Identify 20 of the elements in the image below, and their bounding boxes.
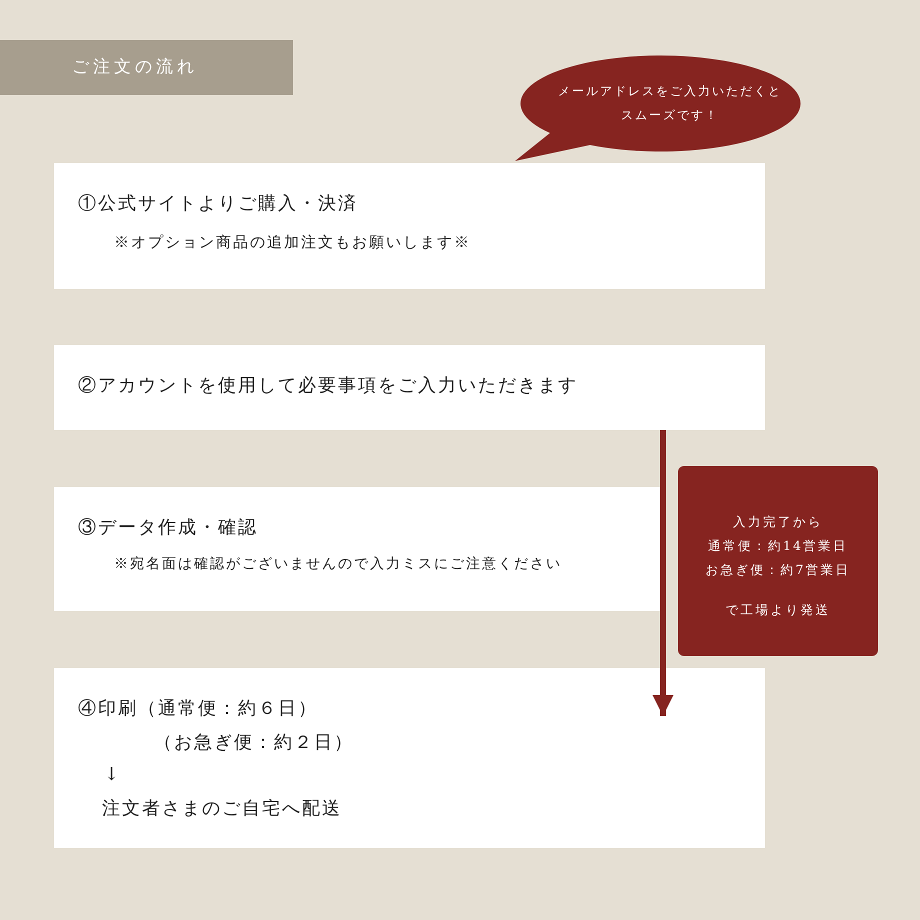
note-text: で工場より発送: [724, 602, 832, 619]
note-box: [678, 466, 878, 656]
step-box: [54, 163, 765, 289]
step-text: ④印刷（通常便：約６日）: [78, 697, 318, 720]
step-text: ①公式サイトよりご購入・決済: [78, 192, 358, 215]
step-box: [54, 345, 765, 430]
note-text: 入力完了から: [732, 514, 824, 531]
note-text: 通常便：約14営業日: [707, 538, 849, 555]
title-band: ご注文の流れ: [0, 40, 293, 95]
step-text: （お急ぎ便：約２日）: [154, 731, 354, 754]
step-text: ↓: [104, 764, 122, 785]
step-text: ③データ作成・確認: [78, 516, 258, 539]
note-text: お急ぎ便：約7営業日: [704, 562, 852, 579]
step-text: ②アカウントを使用して必要事項をご入力いただきます: [78, 374, 578, 397]
note-text: ※オプション商品の追加注文もお願いします※: [114, 233, 471, 252]
note-text: ※宛名面は確認がございませんので入力ミスにご注意ください: [114, 555, 562, 573]
bubble-text: メールアドレスをご入力いただくとスムーズです！: [557, 83, 783, 124]
arrow: [652, 430, 674, 716]
step-text: 注文者さまのご自宅へ配送: [102, 797, 342, 820]
step-box: [54, 668, 765, 848]
